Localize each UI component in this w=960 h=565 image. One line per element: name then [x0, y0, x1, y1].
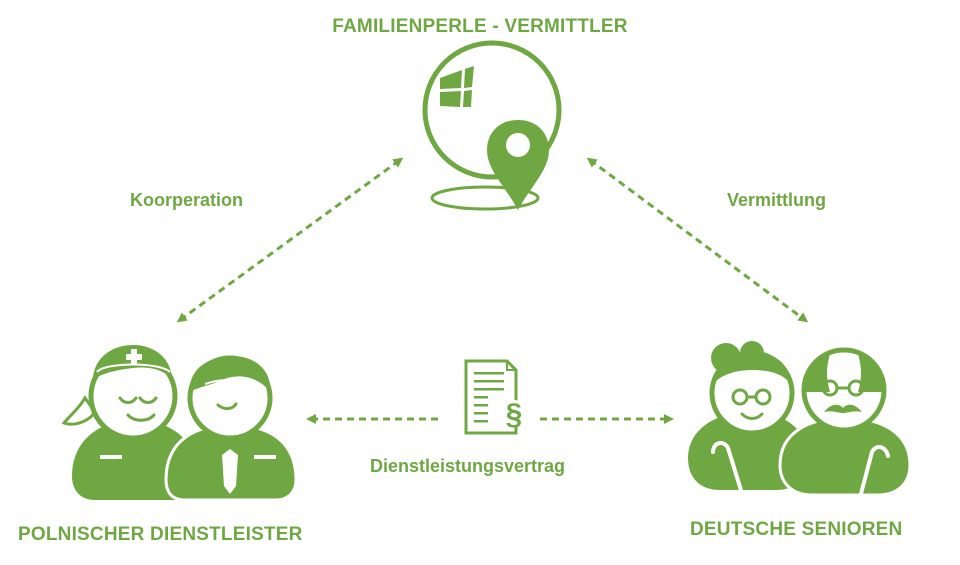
grandmother-icon	[688, 341, 808, 490]
node-title-seniors: DEUTSCHE SENIOREN	[690, 519, 903, 540]
walking-cane-icon	[711, 441, 890, 507]
window-logo-icon	[440, 66, 474, 107]
man-with-tie-icon	[164, 355, 298, 502]
svg-text:§: §	[506, 398, 523, 431]
node-title-agency: FAMILIENPERLE - VERMITTLER	[332, 16, 628, 37]
relation-label-service-contract: Dienstleistungsvertrag	[370, 456, 566, 476]
node-title-service-providers: POLNISCHER DIENSTLEISTER	[18, 524, 303, 545]
grandfather-icon	[778, 347, 912, 497]
contract-paragraph-icon: §	[464, 359, 527, 435]
arrow-left-top	[176, 157, 404, 323]
arrow-right-top	[586, 157, 809, 323]
globe-icon	[422, 40, 562, 211]
relation-label-cooperation: Koorperation	[130, 190, 244, 210]
relation-label-mediation: Vermittlung	[727, 190, 827, 210]
location-pin-icon	[487, 120, 549, 210]
